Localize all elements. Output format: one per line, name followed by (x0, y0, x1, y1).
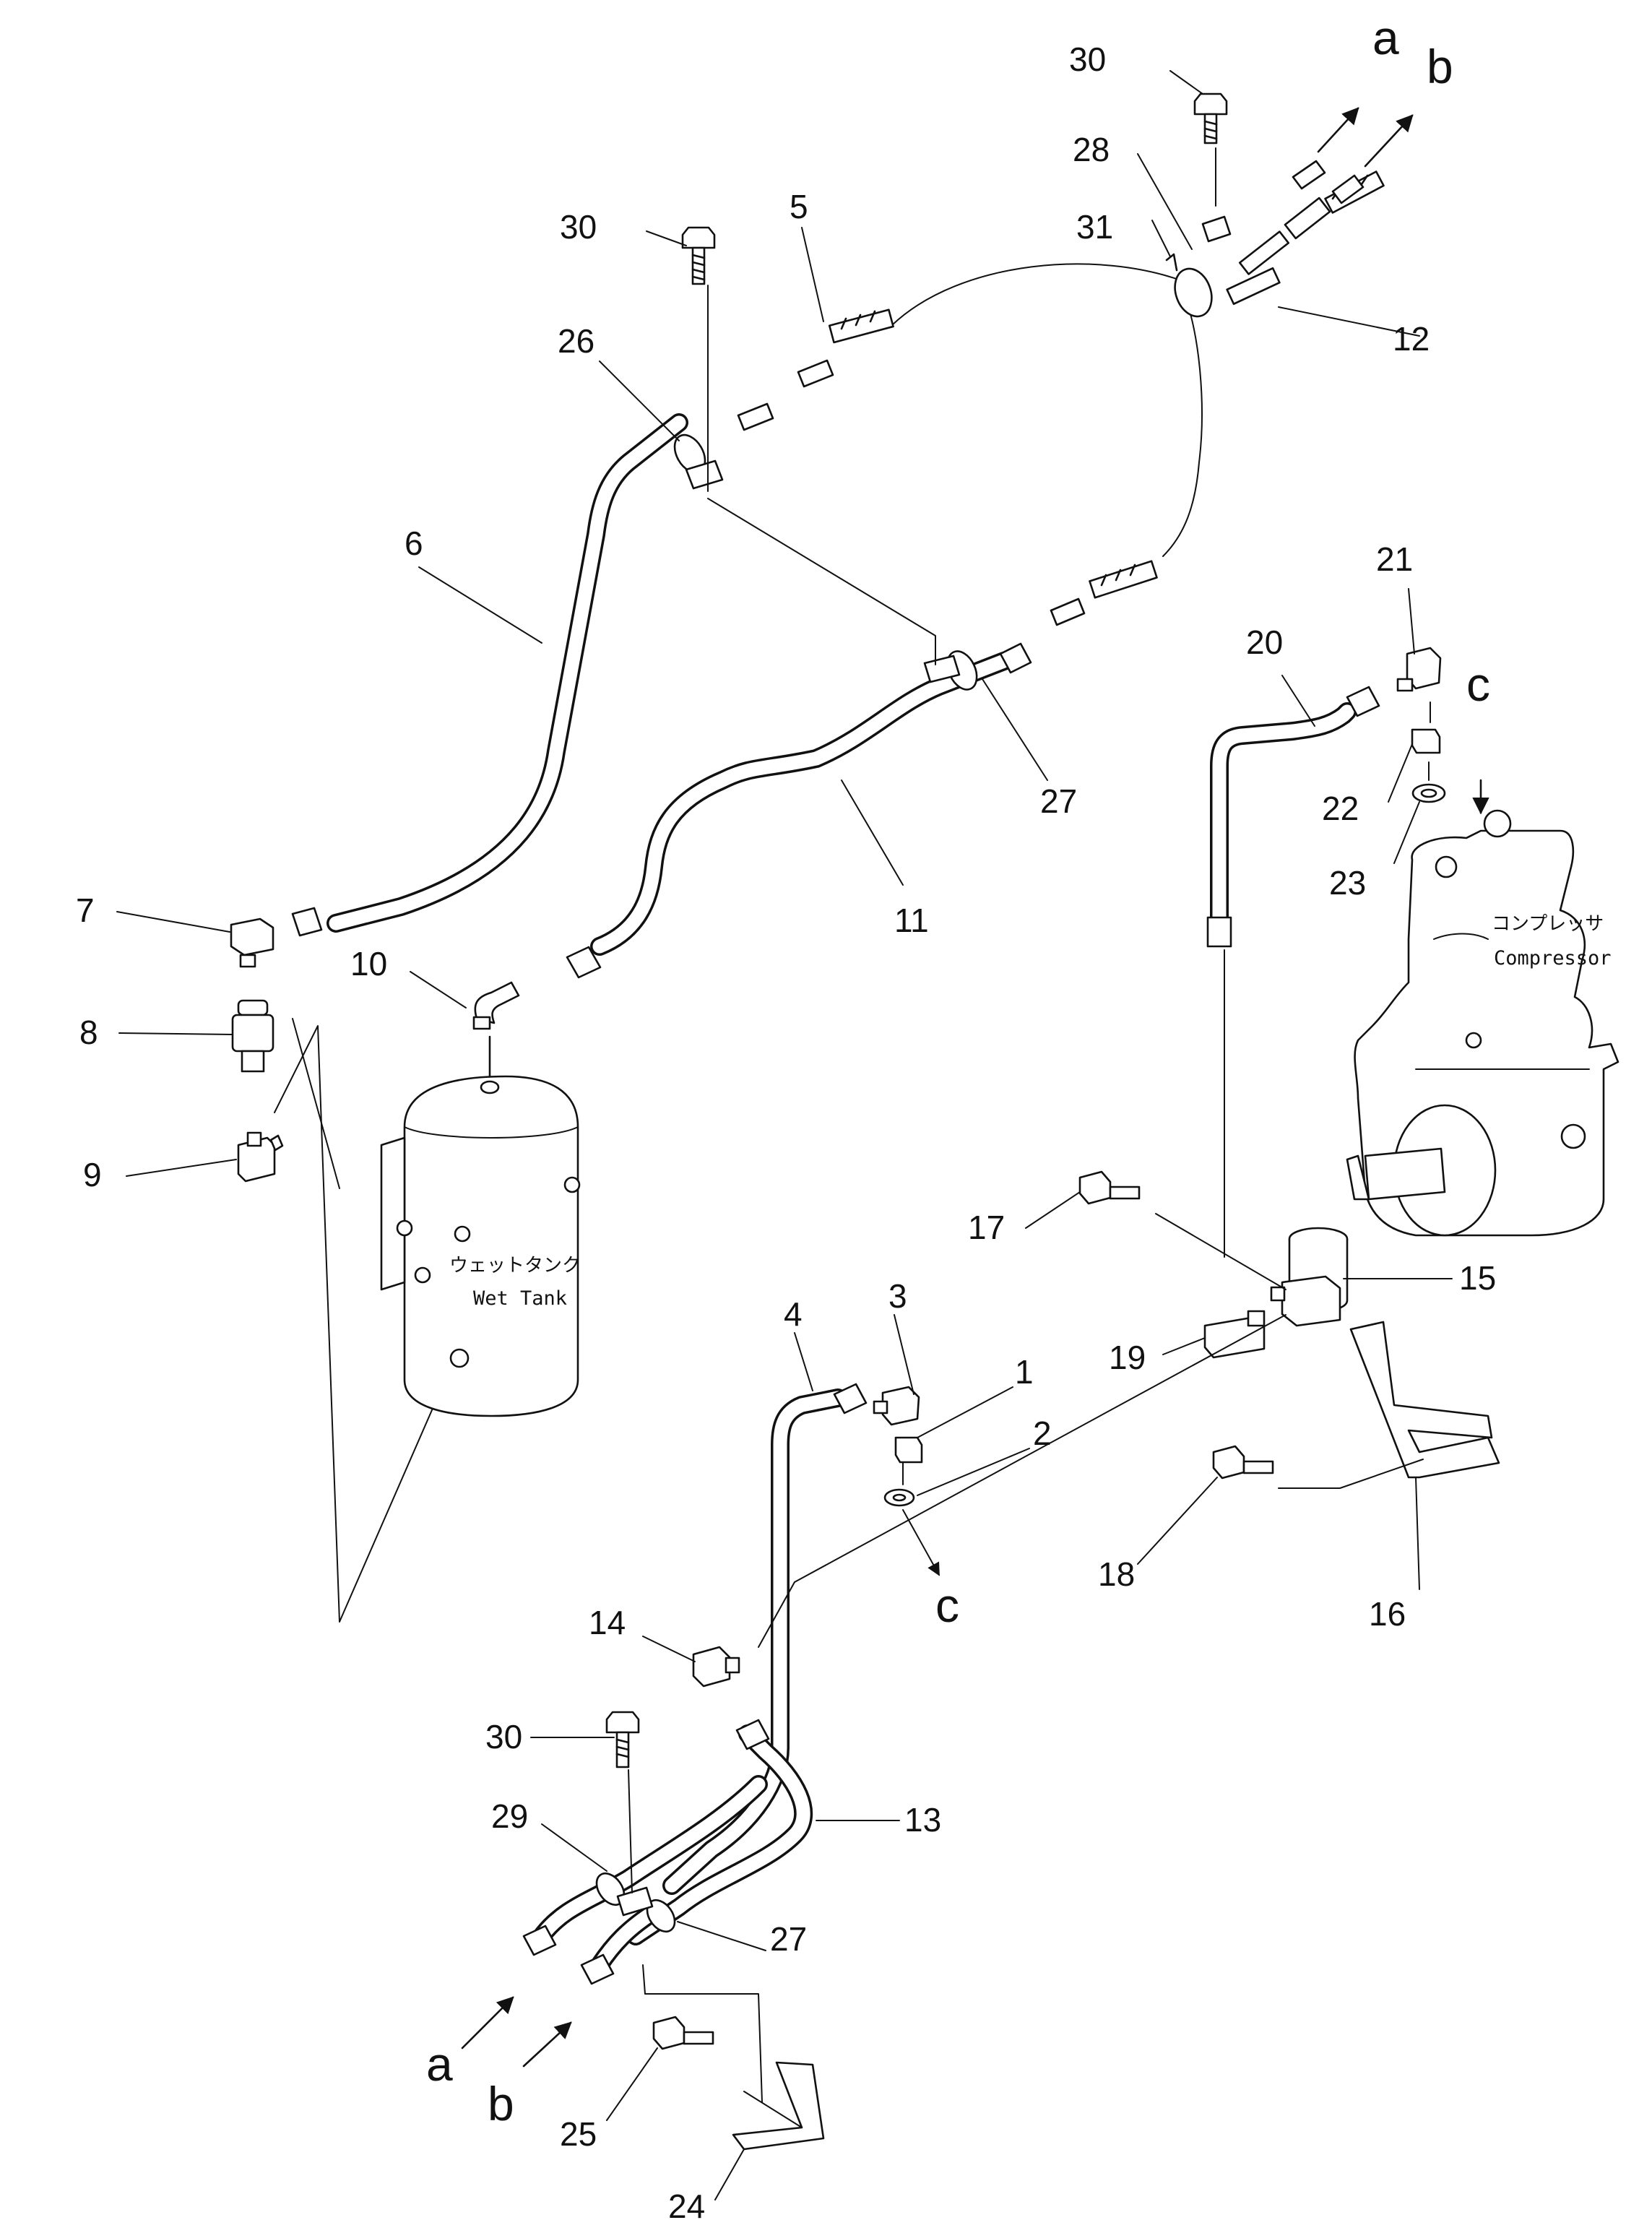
hose-12-lower (1050, 295, 1203, 626)
callout-24: 24 (668, 2187, 705, 2225)
callout-29: 29 (491, 1797, 528, 1835)
nut-13-upper (735, 1719, 770, 1750)
bolt-30-bottom (605, 1711, 640, 1768)
clip-27 (923, 650, 978, 691)
callout-25: 25 (560, 2115, 597, 2153)
elbow-19 (1203, 1310, 1266, 1359)
nut-4-upper (833, 1383, 868, 1414)
bolt-30-top-right (1193, 92, 1228, 144)
wet-tank-label-jp: ウェットタンク (449, 1255, 581, 1277)
bolt-17 (1078, 1170, 1141, 1205)
nut-lower-b (580, 1953, 615, 1985)
bracket-16 (1349, 1321, 1500, 1479)
pipe-20 (1210, 702, 1357, 927)
callout-10: 10 (350, 945, 387, 982)
clip-29 (595, 1873, 654, 1917)
callout-1: 1 (1015, 1353, 1034, 1391)
compressor-label-en: Compressor (1494, 947, 1612, 969)
bolt-18 (1212, 1445, 1274, 1480)
callout-27-lower: 27 (770, 1920, 807, 1958)
nut-1 (894, 1436, 923, 1464)
callout-19: 19 (1109, 1339, 1146, 1376)
valve-15 (1270, 1227, 1349, 1327)
wet-tank-label-en: Wet Tank (473, 1287, 567, 1310)
callout-8: 8 (79, 1014, 98, 1051)
callout-11: 11 (894, 902, 929, 939)
callout-3: 3 (888, 1277, 907, 1315)
nut-20-lower (1206, 916, 1232, 948)
connection-b-top: b (1427, 40, 1453, 93)
pipe-4 (662, 1388, 847, 1895)
nut-11-upper (999, 642, 1032, 674)
nut-11-lower (566, 946, 602, 979)
pipe-13 (626, 1724, 813, 1945)
bracket-24 (732, 2061, 825, 2151)
callout-9: 9 (83, 1156, 102, 1193)
callout-20: 20 (1246, 623, 1283, 661)
valve-8 (231, 999, 274, 1073)
wet-tank (380, 1035, 581, 1417)
compressor-label-jp: コンプレッサ (1492, 913, 1604, 935)
callout-17: 17 (968, 1209, 1005, 1246)
callout-14: 14 (589, 1604, 626, 1641)
connection-b-bottom: b (488, 2077, 514, 2130)
connection-c-lower: c (935, 1578, 959, 1632)
nut-20-upper (1346, 686, 1380, 717)
elbow-3 (873, 1386, 920, 1426)
callout-27-upper: 27 (1040, 782, 1077, 820)
nut-22 (1411, 728, 1441, 754)
nut-6-lower (291, 907, 323, 937)
callout-7: 7 (76, 891, 95, 929)
callout-30-top: 30 (560, 208, 597, 246)
clamp-31 (1174, 267, 1213, 318)
callout-28: 28 (1073, 131, 1110, 168)
pipe-29-lower-a (532, 1775, 768, 1945)
bolt-30-top (681, 226, 716, 285)
callout-5: 5 (790, 188, 808, 225)
pipe-11 (590, 652, 1013, 956)
elbow-7 (230, 917, 274, 968)
hose-5 (737, 263, 1185, 431)
callout-2: 2 (1033, 1414, 1052, 1452)
callout-23: 23 (1329, 864, 1366, 902)
callout-4: 4 (784, 1295, 803, 1333)
bracket-28 (1201, 215, 1232, 243)
washer-2 (883, 1488, 915, 1507)
bolt-25 (652, 2016, 714, 2050)
clip-26 (673, 433, 724, 490)
pipe-6 (326, 413, 688, 933)
elbow-10 (472, 981, 520, 1030)
callout-16: 16 (1369, 1595, 1406, 1633)
drain-9 (237, 1131, 284, 1183)
connection-c-compressor: c (1466, 657, 1490, 711)
callout-30-bottom: 30 (485, 1718, 522, 1755)
callout-21: 21 (1376, 540, 1413, 578)
callout-6: 6 (405, 524, 423, 562)
callout-15: 15 (1459, 1259, 1496, 1297)
callout-12: 12 (1393, 320, 1430, 358)
callout-31: 31 (1076, 208, 1113, 246)
elbow-21 (1396, 647, 1442, 692)
elbow-14 (692, 1646, 740, 1688)
compressor (1346, 779, 1619, 1237)
connection-a-top: a (1372, 11, 1399, 64)
hose-upper-right (1226, 160, 1385, 306)
callout-22: 22 (1322, 790, 1359, 827)
washer-23 (1411, 783, 1446, 803)
connection-a-bottom: a (426, 2037, 453, 2091)
nut-lower-a (522, 1925, 557, 1956)
callout-30-top-right: 30 (1069, 40, 1106, 78)
callout-13: 13 (904, 1801, 941, 1839)
callout-26: 26 (558, 322, 594, 360)
callout-18: 18 (1098, 1555, 1135, 1593)
